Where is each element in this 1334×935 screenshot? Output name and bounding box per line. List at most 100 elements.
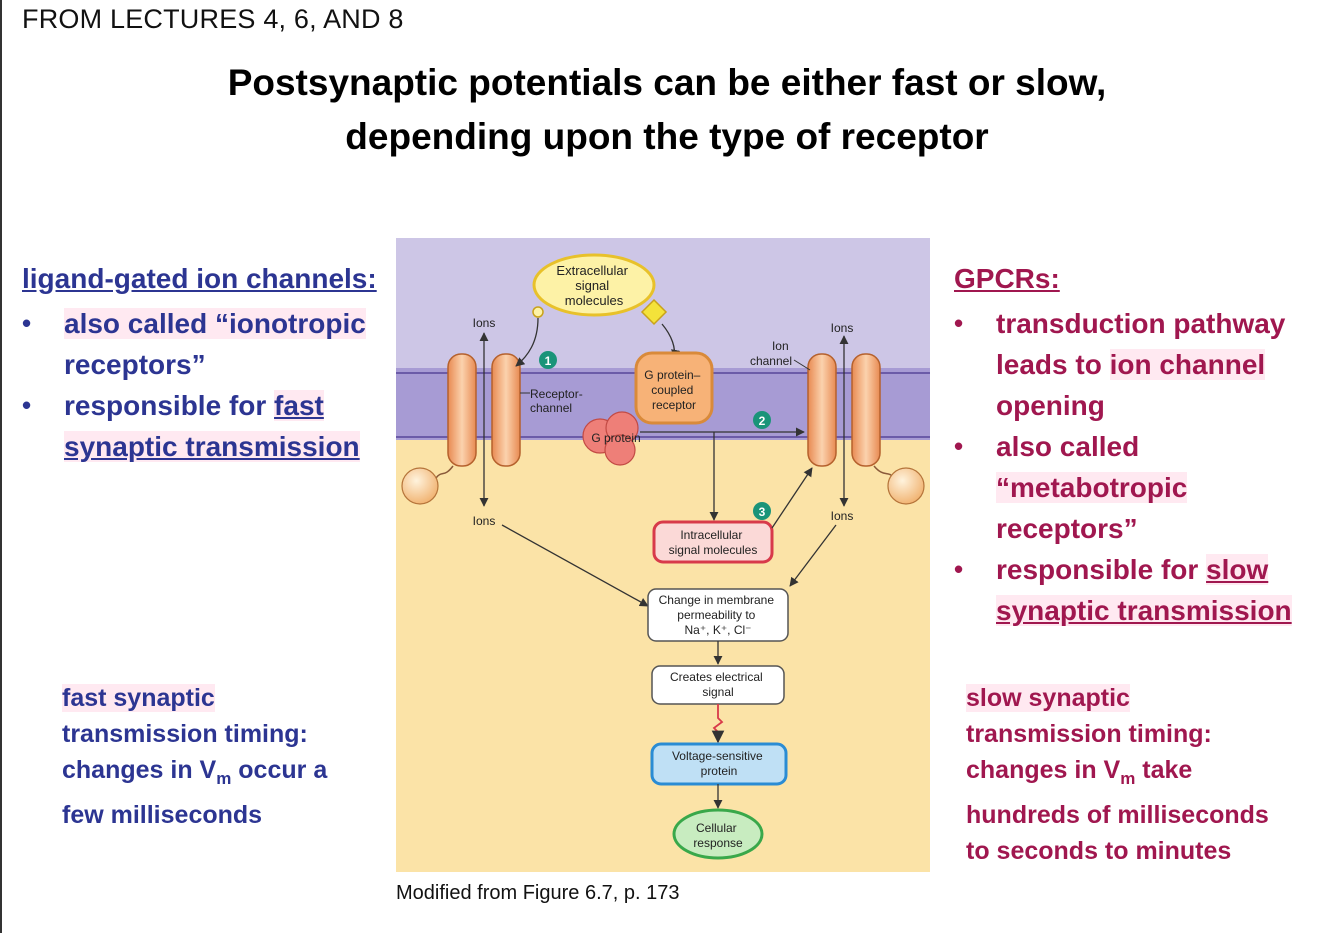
svg-text:Change in membrane permeab: Change in membrane permeability to Na⁺, … (659, 593, 778, 637)
ligand-diamond (640, 298, 668, 326)
step-3-badge (753, 502, 771, 520)
extracellular-label-3: molecules (565, 293, 624, 308)
slow-timing-note: slow synaptic transmission timing: chang… (966, 680, 1269, 869)
svg-text:Creates electrical signal: Creates electrical signal (670, 670, 766, 699)
gpcr-receptor (634, 351, 714, 425)
ligand-bullet-fast: responsible for fast synaptic transmissi… (22, 385, 392, 467)
cytoplasm-region (396, 440, 930, 872)
ions-label-bottom-left: Ions (473, 514, 496, 528)
voltage-protein-label-2: protein (701, 764, 738, 778)
electrical-signal-bolt-icon (711, 704, 725, 744)
gpcr-label-1: G protein– (644, 368, 700, 382)
gpcr-bullet-transduction-line1: transduction pathway (996, 308, 1286, 339)
lecture-reference: FROM LECTURES 4, 6, AND 8 (22, 4, 404, 34)
gpcr-bullet-ion-channel: ion channel (1109, 349, 1266, 380)
voltage-sensitive-protein-box (650, 742, 788, 786)
ligand-gated-heading: ligand-gated ion channels: (22, 263, 377, 294)
ligand-small-circle (532, 306, 544, 318)
slow-timing-line3-end: take (1135, 756, 1193, 784)
ligand-bullet-fast-prefix: responsible for (64, 390, 275, 421)
slow-timing-vm-subscript: m (1120, 769, 1136, 788)
slow-timing-line2: transmission timing: (966, 720, 1212, 748)
electrical-signal-label-2: signal (702, 685, 733, 699)
gpcr-label-3: receptor (652, 398, 696, 412)
extracellular-label-2: signal (575, 278, 609, 293)
gpcr-heading: GPCRs: (954, 263, 1060, 294)
gpcr-bullet-metabotropic-line3: receptors” (996, 513, 1138, 544)
receptor-channel-label-1: Receptor- (530, 387, 583, 401)
gpcr-bullet-metabotropic-line2: “metabotropic (996, 472, 1188, 503)
extracellular-signal-bubble (532, 253, 656, 317)
gpcr-bullet-metabotropic-line1: also called (996, 431, 1140, 462)
figure-caption: Modified from Figure 6.7, p. 173 (396, 882, 680, 904)
gpcr-label-2: coupled (651, 383, 693, 397)
cellular-response-label-2: response (693, 836, 743, 850)
ions-label-top-left: Ions (473, 316, 496, 330)
svg-text:Intracellular signal molec: Intracellular signal molecules (669, 528, 758, 557)
g-protein (582, 411, 639, 466)
gpcr-bullet-slow-word: slow (1206, 554, 1269, 585)
ion-channel-leader (793, 359, 811, 371)
receptor-channel-left (401, 353, 521, 505)
fast-timing-note: fast synaptic transmission timing: chang… (62, 680, 327, 833)
ligand-gated-bullets: also called “ionotropic receptors” respo… (22, 303, 392, 467)
step-1-badge (539, 351, 557, 369)
permeability-label-2: permeability to (677, 608, 755, 622)
ion-channel-label-2: channel (750, 354, 792, 368)
step-2-badge (753, 411, 771, 429)
right-ions-to-change-arrow (789, 524, 837, 587)
gpcr-bullet-metabotropic: also called “metabotropic receptors” (954, 426, 1314, 549)
fast-timing-line1: fast synaptic (62, 684, 215, 712)
svg-text:Voltage-sensitive protein: Voltage-sensitive protein (672, 749, 766, 778)
g-protein-label: G protein (591, 431, 640, 445)
ion-channel-label-1: Ion (772, 339, 789, 353)
step-1-number: 1 (545, 354, 552, 368)
slow-timing-line1: slow synaptic (966, 684, 1130, 712)
svg-text:Receptor- channel: Receptor- channel (530, 387, 586, 415)
permeability-label-1: Change in membrane (659, 593, 775, 607)
gpcr-bullets: transduction pathway leads to ion channe… (954, 303, 1314, 631)
svg-text:Cellular response: Cellular response (693, 821, 743, 850)
gpcr-bullet-transduction-line3: opening (996, 390, 1105, 421)
extracellular-region (396, 238, 930, 368)
ligand-bullet-ionotropic: also called “ionotropic receptors” (22, 303, 392, 385)
intracellular-signal-box (652, 520, 774, 564)
svg-text:Extracellular signal m: Extracellular signal molecules (556, 263, 631, 308)
ligand-bullet-ionotropic-line1: also called “ionotropic (64, 308, 366, 339)
ligand-bullet-fast-word: fast (274, 390, 324, 421)
ligand-bullet-fast-transmission: synaptic transmission (64, 431, 360, 462)
ions-label-bottom-right: Ions (831, 509, 854, 523)
gpcr-bullet-slow: responsible for slow synaptic transmissi… (954, 549, 1314, 631)
ion-channel-right (807, 353, 925, 505)
voltage-protein-label-1: Voltage-sensitive (672, 749, 763, 763)
intracellular-label-2: signal molecules (669, 543, 758, 557)
slide-title-line-1: Postsynaptic potentials can be either fa… (227, 62, 1107, 103)
cellular-response-label-1: Cellular (696, 821, 737, 835)
gpcr-bullet-slow-transmission: synaptic transmission (996, 595, 1292, 626)
left-ions-to-change-arrow (501, 524, 649, 607)
gpcr-bullet-slow-prefix: responsible for (996, 554, 1207, 585)
gpcr-bullet-transduction-line2: leads to (996, 349, 1110, 380)
permeability-label-3: Na⁺, K⁺, Cl⁻ (684, 623, 751, 637)
slow-timing-line4: hundreds of milliseconds (966, 801, 1269, 829)
ligand-bullet-ionotropic-line2: receptors” (64, 349, 206, 380)
fast-timing-line3-end: occur a (231, 756, 328, 784)
step-2-number: 2 (759, 414, 766, 428)
svg-text:G protein– coupled rec: G protein– coupled receptor (644, 368, 703, 412)
electrical-signal-label-1: Creates electrical (670, 670, 763, 684)
fast-timing-vm-subscript: m (216, 769, 232, 788)
receptor-channel-label-2: channel (530, 401, 572, 415)
fast-timing-line3: changes in V (62, 756, 217, 784)
receptor-pathway-diagram: Extracellular signal molecules G protein… (396, 238, 930, 872)
slow-timing-line5: to seconds to minutes (966, 837, 1232, 865)
intracellular-label-1: Intracellular (680, 528, 742, 542)
cellular-response-bubble (672, 808, 764, 860)
extracellular-label-1: Extracellular (556, 263, 628, 278)
svg-text:Ion channel: Ion channel (750, 339, 792, 368)
ligand-to-channel-arrow (515, 317, 539, 367)
slow-timing-line3: changes in V (966, 756, 1121, 784)
slide-title-line-2: depending upon the type of receptor (345, 116, 989, 157)
fast-timing-line4: few milliseconds (62, 801, 263, 829)
gpcr-bullet-transduction: transduction pathway leads to ion channe… (954, 303, 1314, 426)
